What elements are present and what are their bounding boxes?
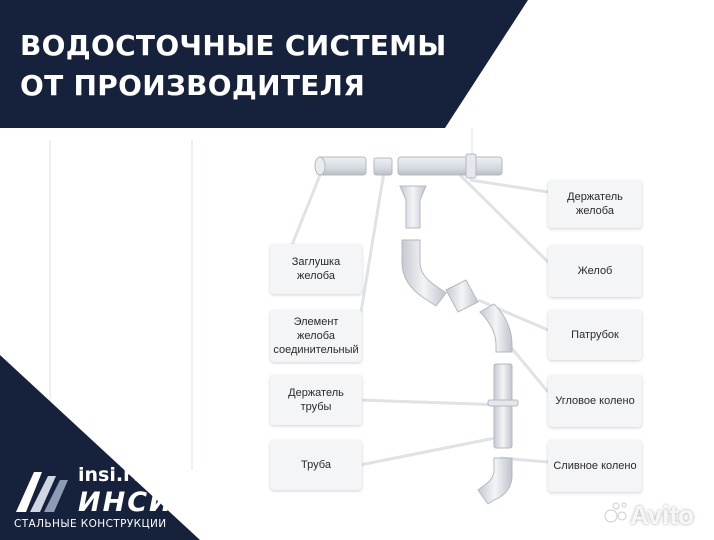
page-title: ВОДОСТОЧНЫЕ СИСТЕМЫ ОТ ПРОИЗВОДИТЕЛЯ	[20, 26, 447, 106]
connecting-pipe-part	[445, 279, 479, 313]
label-gutter-holder: Держатель желоба	[548, 180, 642, 228]
avito-watermark: Avito	[604, 500, 694, 531]
drain-elbow-part	[477, 457, 513, 505]
label-connector: Элемент желоба соединительный	[270, 310, 362, 362]
outlet-part	[399, 185, 427, 229]
gutter-connector-part	[373, 157, 393, 176]
brand-tagline: СТАЛЬНЫЕ КОНСТРУКЦИИ	[14, 518, 167, 530]
avito-watermark-text: Avito	[630, 500, 695, 530]
leader-lines	[288, 169, 550, 467]
label-gutter: Желоб	[548, 245, 642, 297]
brand-name: ИНСИ	[78, 487, 174, 518]
title-line-2: ОТ ПРОИЗВОДИТЕЛЯ	[20, 69, 366, 102]
label-gutter-cap: Заглушка желоба	[270, 244, 362, 294]
title-line-1: ВОДОСТОЧНЫЕ СИСТЕМЫ	[20, 29, 447, 62]
site-url: insi.ru	[78, 464, 146, 486]
footer-corner-background	[0, 355, 200, 540]
label-pipe-holder: Держатель трубы	[270, 375, 362, 425]
insi-logo-icon	[16, 472, 68, 512]
avito-dots-icon	[604, 500, 630, 531]
label-corner-elbow: Угловое колено	[548, 375, 642, 427]
corner-elbow-part	[479, 303, 513, 353]
gutter-part	[397, 153, 503, 179]
upper-elbow-part	[401, 239, 447, 307]
label-outlet: Патрубок	[548, 310, 642, 360]
label-drain-elbow: Сливное колено	[548, 440, 642, 492]
label-pipe: Труба	[270, 440, 362, 490]
header-banner: ВОДОСТОЧНЫЕ СИСТЕМЫ ОТ ПРОИЗВОДИТЕЛЯ	[0, 0, 714, 130]
header-background	[0, 0, 528, 128]
gutter-cap-part	[314, 156, 367, 176]
downpipe-part	[487, 363, 519, 449]
